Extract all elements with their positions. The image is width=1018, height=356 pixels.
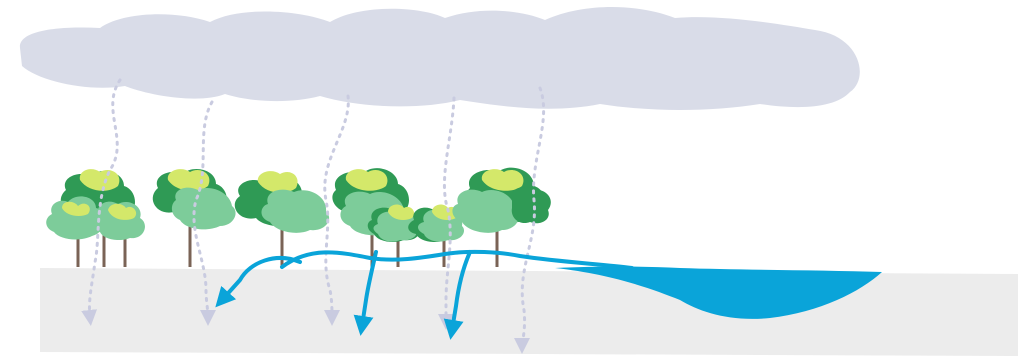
tree (332, 168, 420, 242)
tree (235, 171, 329, 233)
ground (40, 268, 1018, 356)
tree (452, 168, 550, 233)
surface-runoff-line (282, 252, 632, 268)
cloud (20, 7, 860, 110)
tree (46, 169, 145, 240)
